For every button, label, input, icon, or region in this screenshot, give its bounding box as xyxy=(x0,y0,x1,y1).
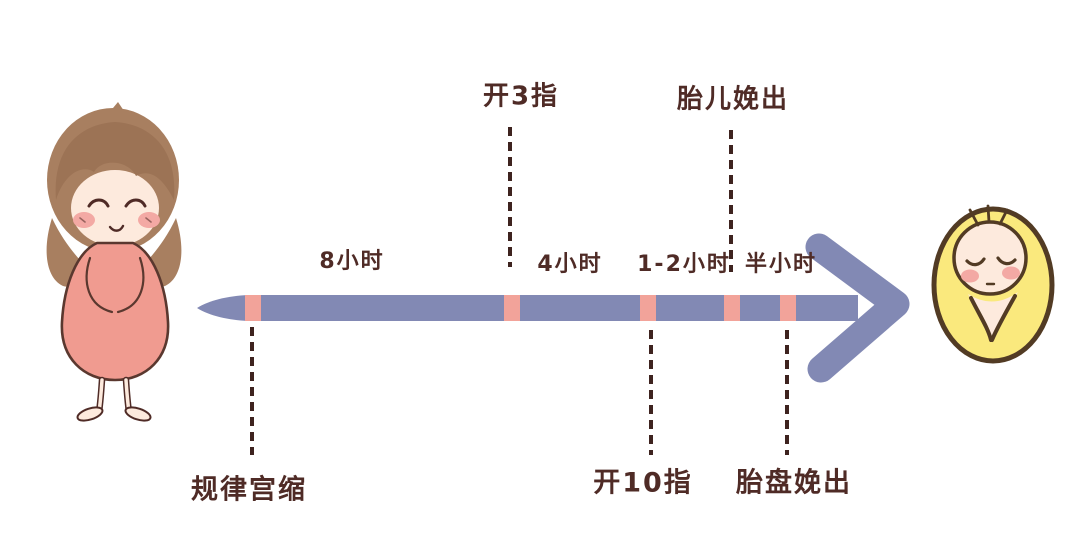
woman-face xyxy=(71,170,159,246)
woman-arms xyxy=(85,256,145,314)
arrow-stage-markers xyxy=(245,295,796,321)
blanket-folds xyxy=(969,294,1017,342)
marker-placenta-delivered xyxy=(780,295,796,321)
duration-label-1-2-hours: 1-2小时 xyxy=(637,252,731,277)
marker-3cm-dilated xyxy=(504,295,520,321)
marker-regular-contractions xyxy=(245,295,261,321)
duration-label-half-hour: 半小时 xyxy=(744,252,818,277)
woman-bangs xyxy=(55,122,175,200)
woman-eyes xyxy=(87,198,147,208)
woman-legs xyxy=(76,376,152,422)
baby-eyes xyxy=(965,256,1017,267)
pregnant-woman-illustration xyxy=(46,102,182,422)
woman-dress xyxy=(60,241,170,382)
woman-blush xyxy=(73,212,160,228)
milestone-label-3cm-dilated: 开3指 xyxy=(482,81,560,112)
woman-mouth xyxy=(108,224,125,232)
arrow-head xyxy=(805,233,910,383)
duration-label-8-hours: 8小时 xyxy=(319,249,385,274)
milestone-label-10cm-dilated: 开10指 xyxy=(593,467,693,499)
dashed-guides xyxy=(250,127,789,455)
marker-10cm-dilated xyxy=(640,295,656,321)
arrow-shaft xyxy=(197,295,858,321)
baby-hair xyxy=(968,204,1009,227)
milestone-label-regular-contractions: 规律宫缩 xyxy=(191,474,307,506)
duration-label-4-hours: 4小时 xyxy=(537,252,603,277)
baby-chest xyxy=(968,292,1018,338)
baby-cheeks xyxy=(961,266,1020,283)
newborn-illustration xyxy=(931,204,1055,364)
marker-baby-delivered xyxy=(724,295,740,321)
milestone-label-placenta-delivered: 胎盘娩出 xyxy=(736,467,852,499)
milestone-label-baby-delivered: 胎儿娩出 xyxy=(676,84,790,115)
